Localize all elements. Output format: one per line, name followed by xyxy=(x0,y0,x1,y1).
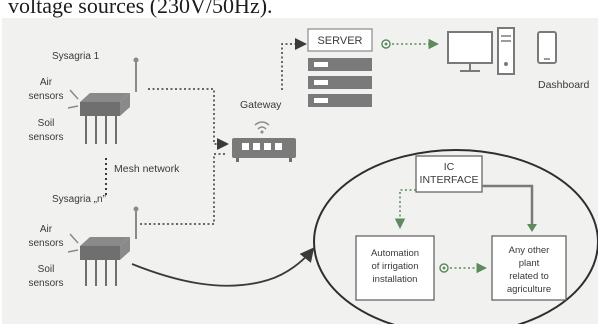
connector-icon xyxy=(439,263,449,273)
link-ic-to-automation xyxy=(394,189,416,229)
ic-interface-box xyxy=(415,155,483,193)
wifi-icon xyxy=(254,121,270,134)
link-sysagria-n-to-ic xyxy=(131,247,315,287)
sysagria-n-device xyxy=(67,206,139,286)
dashboard-label: Dashboard xyxy=(538,79,590,91)
link-gateway-to-server xyxy=(281,38,307,90)
server-label: SERVER xyxy=(317,35,362,47)
sysagria-1-title: Sysagria 1 xyxy=(52,51,100,62)
automation-box xyxy=(355,235,435,301)
desktop-monitor-icon xyxy=(447,31,493,72)
connector-icon xyxy=(381,39,391,49)
gateway-router-icon xyxy=(232,138,296,162)
link-sysagria-1-to-gateway xyxy=(148,88,229,150)
server-rack-icon xyxy=(308,58,372,107)
mesh-network-label: Mesh network xyxy=(114,163,180,175)
pc-tower-icon xyxy=(497,27,515,75)
gateway-label: Gateway xyxy=(240,99,282,111)
sysagria-n-title: Sysagria „n” xyxy=(52,194,106,205)
caption-text: voltage sources (230V/50Hz). xyxy=(8,0,273,18)
sysagria-1-device xyxy=(67,57,139,144)
link-sysagria-n-to-gateway xyxy=(140,153,226,225)
other-plant-box xyxy=(491,235,567,301)
ic-region-ellipse xyxy=(313,149,598,324)
link-ic-to-other-plant xyxy=(482,184,534,226)
smartphone-icon xyxy=(537,31,557,64)
